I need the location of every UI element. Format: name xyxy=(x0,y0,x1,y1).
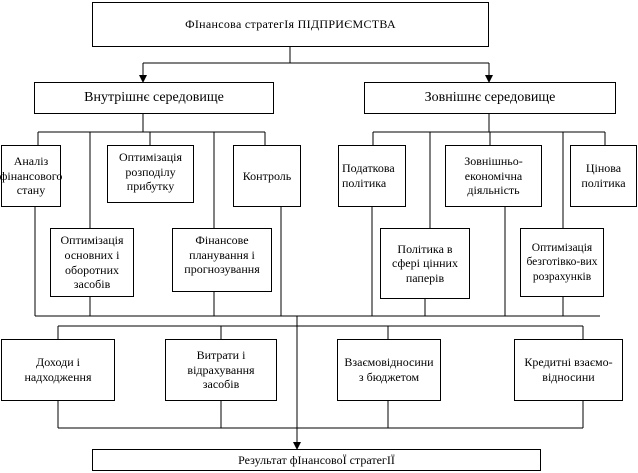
budget-relations-label: Взаємовідносини з бюджетом xyxy=(344,355,434,384)
financial-planning-label: Фінансове планування і прогнозування xyxy=(184,233,260,277)
expenses-label: Витрати і відрахування засобів xyxy=(187,348,255,392)
control-label: Контроль xyxy=(242,168,292,183)
securities-policy-label: Політика в сфері цінних паперів xyxy=(392,241,458,285)
external-environment-box: Зовнішнє середовище xyxy=(364,82,616,114)
strategy-result-box: Результат фІнансовоЇ стратегІЇ xyxy=(92,449,541,471)
income-box: Доходи і надходження xyxy=(1,339,115,401)
tax-policy-box: Податкова політика xyxy=(338,145,406,207)
strategy-result-label: Результат фІнансовоЇ стратегІЇ xyxy=(238,452,395,467)
internal-environment-box: Внутрішнє середовище xyxy=(34,82,274,114)
external-environment-title: Зовнішнє середовище xyxy=(424,90,556,106)
expenses-box: Витрати і відрахування засобів xyxy=(165,339,277,401)
financial-analysis-label: Аналіз фінансового стану xyxy=(0,154,63,198)
foreign-economic-activity-box: Зовнішньо-економічна діяльність xyxy=(445,145,542,207)
internal-environment-title: Внутрішнє середовище xyxy=(84,90,224,106)
financial-analysis-box: Аналіз фінансового стану xyxy=(0,145,63,207)
income-label: Доходи і надходження xyxy=(24,355,92,384)
profit-distribution-label: Оптимізація розподілу прибутку xyxy=(118,150,183,194)
strategy-title: ФІнансова стратегІя ПІДПРИЄМСТВА xyxy=(185,17,396,32)
assets-optimization-label: Оптимізація основних і оборотних засобів xyxy=(60,233,124,292)
tax-policy-label: Податкова політика xyxy=(342,161,395,190)
cashless-settlements-box: Оптимізація безготівко-вих розрахунків xyxy=(520,228,604,297)
assets-optimization-box: Оптимізація основних і оборотних засобів xyxy=(50,228,134,297)
credit-relations-label: Кредитні взаємо-відносини xyxy=(524,355,613,384)
control-box: Контроль xyxy=(233,145,301,207)
price-policy-box: Цінова політика xyxy=(570,145,637,207)
credit-relations-box: Кредитні взаємо-відносини xyxy=(514,339,623,401)
foreign-economic-activity-label: Зовнішньо-економічна діяльність xyxy=(464,154,523,198)
profit-distribution-box: Оптимізація розподілу прибутку xyxy=(107,145,194,203)
cashless-settlements-label: Оптимізація безготівко-вих розрахунків xyxy=(526,242,598,283)
price-policy-label: Цінова політика xyxy=(581,161,626,190)
strategy-title-box: ФІнансова стратегІя ПІДПРИЄМСТВА xyxy=(92,2,489,47)
budget-relations-box: Взаємовідносини з бюджетом xyxy=(337,339,441,401)
securities-policy-box: Політика в сфері цінних паперів xyxy=(380,228,470,299)
financial-planning-box: Фінансове планування і прогнозування xyxy=(172,228,272,292)
